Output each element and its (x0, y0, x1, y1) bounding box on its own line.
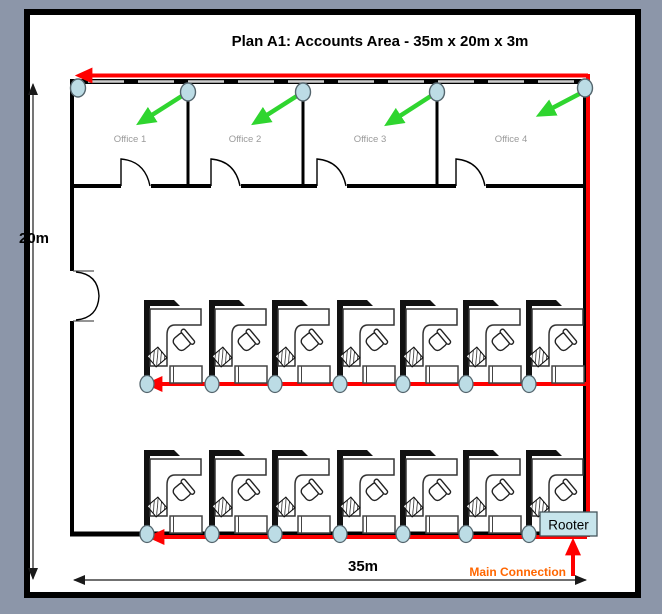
dimension-label-35m: 35m (348, 558, 378, 575)
office-2-label: Office 2 (229, 134, 262, 145)
entrance-door (73, 270, 100, 322)
access-point-node (576, 78, 594, 98)
access-point-node (428, 82, 446, 102)
main-connection-label: Main Connection (469, 565, 566, 579)
office-4-label: Office 4 (495, 134, 528, 145)
plan-title: Plan A1: Accounts Area - 35m x 20m x 3m (232, 33, 529, 50)
office-3-door (316, 158, 347, 187)
walls (70, 79, 587, 537)
office-1-door (120, 158, 151, 187)
wifi-arrow-office-2 (251, 92, 302, 126)
wifi-arrows (136, 91, 583, 127)
router-label: Rooter (548, 518, 589, 533)
access-point-node (69, 78, 87, 98)
wifi-arrow-office-3 (384, 92, 436, 127)
office-doors (120, 158, 486, 187)
office-1-label: Office 1 (114, 134, 147, 145)
network-cabling (74, 67, 590, 545)
office-4-door (455, 158, 486, 187)
dimension-label-20m: 20m (19, 230, 49, 247)
wifi-arrow-office-4 (535, 91, 583, 117)
router: Rooter (539, 511, 598, 537)
office-3-label: Office 3 (354, 134, 387, 145)
wifi-arrow-office-1 (136, 92, 187, 126)
access-point-node (179, 82, 197, 102)
access-point-node (294, 82, 312, 102)
router-box (539, 511, 598, 537)
access-points (69, 78, 594, 102)
office-2-door (210, 158, 241, 187)
dimensions: 20m 35m (19, 83, 587, 585)
